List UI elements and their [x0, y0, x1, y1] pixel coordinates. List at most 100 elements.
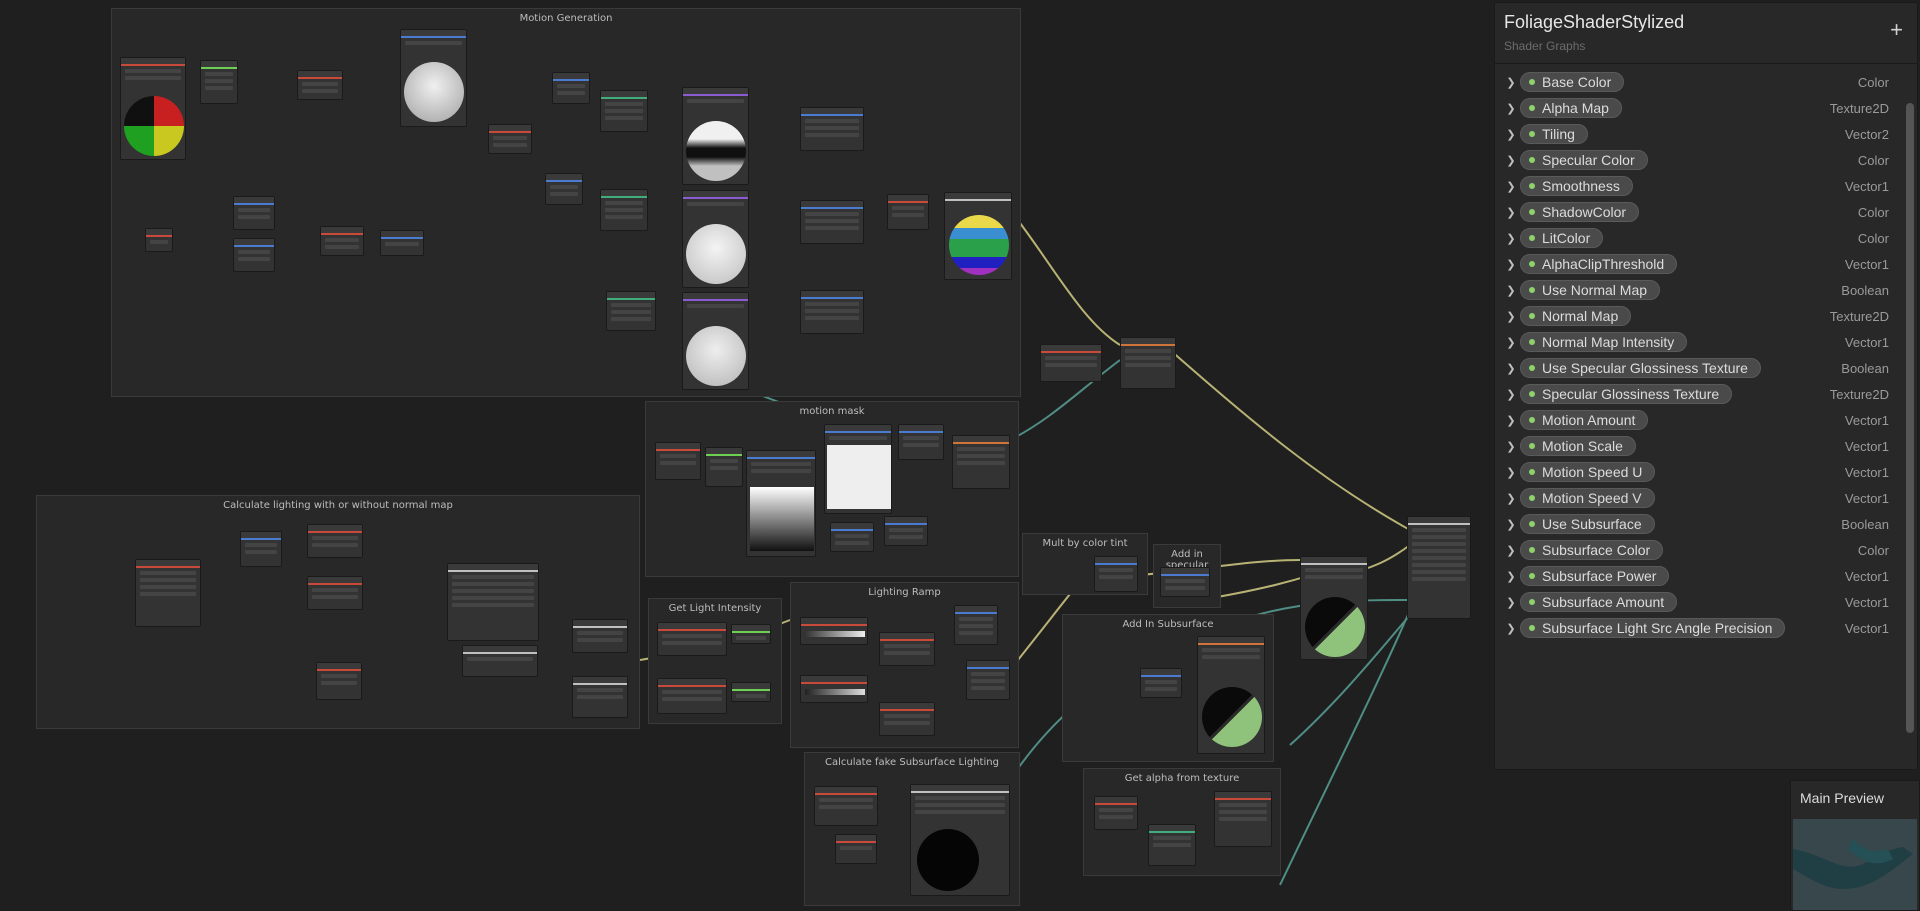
branch-node[interactable]	[1300, 556, 1368, 660]
chevron-right-icon[interactable]: ❯	[1506, 622, 1516, 635]
multiply-node[interactable]	[233, 196, 275, 230]
blackboard-scrollbar[interactable]	[1906, 103, 1914, 733]
view-direction-node[interactable]	[814, 786, 878, 826]
add-node[interactable]	[552, 72, 590, 104]
property-pill[interactable]: Specular Glossiness Texture	[1520, 384, 1733, 404]
blend-node[interactable]	[952, 435, 1010, 489]
chevron-right-icon[interactable]: ❯	[1506, 206, 1516, 219]
chevron-right-icon[interactable]: ❯	[1506, 310, 1516, 323]
main-preview-panel[interactable]: Main Preview	[1790, 780, 1920, 911]
one-minus-node[interactable]	[824, 424, 892, 514]
split-node[interactable]	[705, 447, 743, 487]
chevron-right-icon[interactable]: ❯	[1506, 102, 1516, 115]
tiling-offset-node[interactable]	[600, 189, 648, 231]
normalize-node[interactable]	[944, 192, 1012, 280]
chevron-right-icon[interactable]: ❯	[1506, 128, 1516, 141]
calc-lighting-node[interactable]	[462, 645, 538, 677]
lerp-node[interactable]	[954, 605, 998, 645]
blend-node[interactable]	[1120, 337, 1176, 389]
gradient-noise-node[interactable]	[682, 190, 749, 288]
property-pill[interactable]: Motion Speed V	[1520, 488, 1655, 508]
add-node[interactable]	[1160, 567, 1210, 597]
lerp-node[interactable]	[966, 660, 1010, 700]
remap-node[interactable]	[800, 290, 864, 334]
gradient-node[interactable]	[800, 617, 868, 645]
property-pill[interactable]: AlphaClipThreshold	[1520, 254, 1678, 274]
sample-texture-node[interactable]	[1214, 791, 1272, 847]
tiling-offset-node[interactable]	[1148, 824, 1196, 866]
blackboard-panel[interactable]: FoliageShaderStylized Shader Graphs + ❯B…	[1494, 2, 1918, 770]
normal-strength-node[interactable]	[240, 531, 282, 567]
vector2-node[interactable]	[320, 226, 364, 256]
chevron-right-icon[interactable]: ❯	[1506, 76, 1516, 89]
colorspace-conversion-node[interactable]	[657, 678, 727, 714]
clamp-node[interactable]	[898, 424, 944, 460]
gradient-noise-node[interactable]	[682, 292, 749, 390]
gradient-node[interactable]	[800, 675, 868, 703]
add-node[interactable]	[545, 173, 583, 205]
property-pill[interactable]: Motion Speed U	[1520, 462, 1656, 482]
property-pill[interactable]: Subsurface Light Src Angle Precision	[1520, 618, 1786, 638]
vector2-node[interactable]	[297, 70, 343, 100]
uv-node[interactable]	[316, 662, 362, 700]
property-pill[interactable]: Normal Map	[1520, 306, 1632, 326]
chevron-right-icon[interactable]: ❯	[1506, 362, 1516, 375]
tiling-offset-node[interactable]	[606, 291, 656, 331]
chevron-right-icon[interactable]: ❯	[1506, 492, 1516, 505]
time-node[interactable]	[145, 228, 173, 252]
colorspace-conversion-node[interactable]	[657, 622, 727, 656]
property-pill[interactable]: Specular Color	[1520, 150, 1648, 170]
split-node[interactable]	[200, 60, 238, 104]
multiply-node[interactable]	[1140, 668, 1182, 698]
property-pill[interactable]: Use Specular Glossiness Texture	[1520, 358, 1761, 378]
sample-gradient-node[interactable]	[879, 632, 935, 666]
add-property-button[interactable]: +	[1890, 17, 1903, 42]
multiply-node[interactable]	[830, 522, 874, 552]
pbr-master-node[interactable]	[1407, 516, 1471, 619]
chevron-right-icon[interactable]: ❯	[1506, 414, 1516, 427]
multiply-node[interactable]	[233, 238, 275, 272]
calc-lighting-normal-node[interactable]	[447, 563, 539, 641]
main-preview-viewport[interactable]	[1793, 819, 1917, 910]
property-pill[interactable]: Normal Map Intensity	[1520, 332, 1688, 352]
gradient-noise-node[interactable]	[682, 87, 749, 185]
property-pill[interactable]: Smoothness	[1520, 176, 1633, 196]
property-pill[interactable]: Tiling	[1520, 124, 1588, 144]
chevron-right-icon[interactable]: ❯	[1506, 440, 1516, 453]
chevron-right-icon[interactable]: ❯	[1506, 518, 1516, 531]
property-pill[interactable]: Use Normal Map	[1520, 280, 1661, 300]
property-pill[interactable]: Use Subsurface	[1520, 514, 1655, 534]
branch-node[interactable]	[307, 524, 363, 558]
vector2-node[interactable]	[488, 124, 532, 154]
vector3-node[interactable]	[887, 194, 929, 230]
position-node[interactable]	[120, 57, 186, 160]
chevron-right-icon[interactable]: ❯	[1506, 258, 1516, 271]
uv-node[interactable]	[1094, 796, 1138, 830]
property-pill[interactable]: Subsurface Amount	[1520, 592, 1678, 612]
position-node[interactable]	[1040, 344, 1102, 382]
remap-node[interactable]	[800, 200, 864, 244]
chevron-right-icon[interactable]: ❯	[1506, 466, 1516, 479]
chevron-right-icon[interactable]: ❯	[1506, 336, 1516, 349]
split-node[interactable]	[731, 682, 771, 702]
uv-node[interactable]	[655, 442, 701, 480]
main-light-node[interactable]	[835, 834, 877, 864]
